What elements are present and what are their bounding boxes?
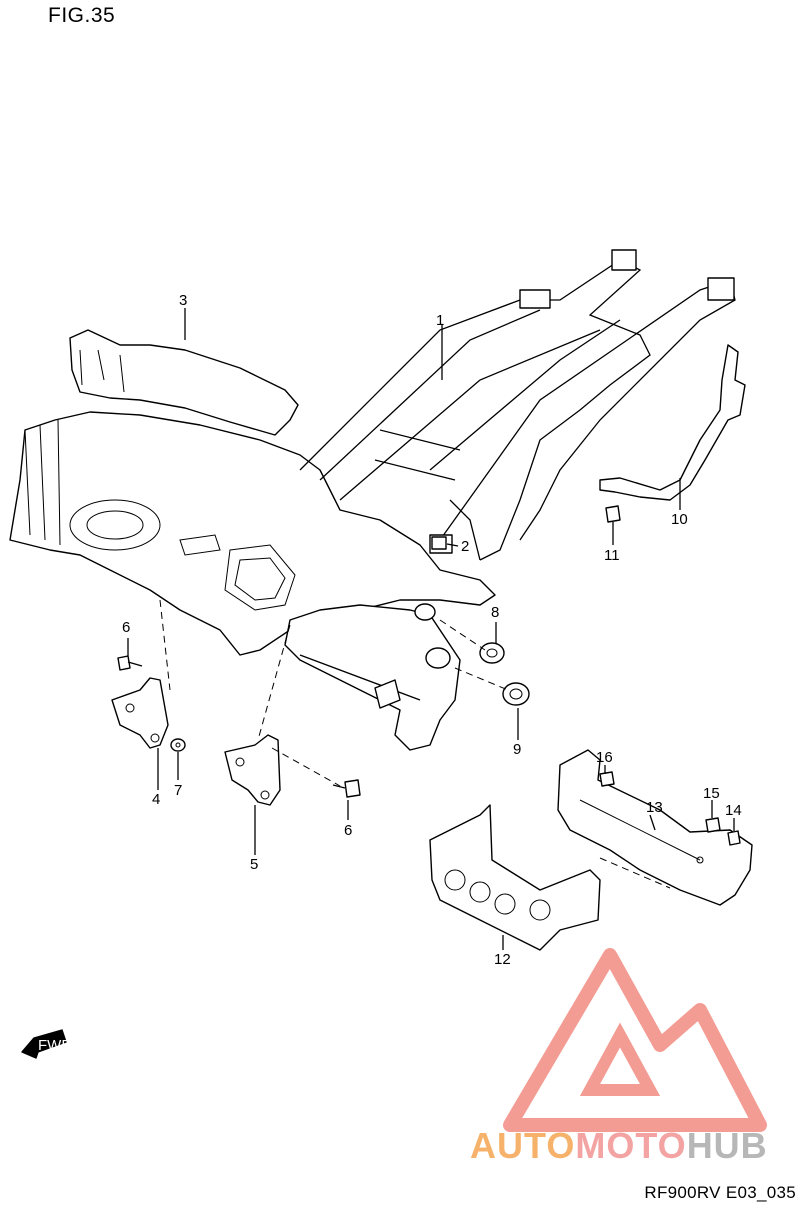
callout-6-lower: 6 [344, 822, 352, 839]
callout-16: 16 [596, 749, 613, 766]
frame-cover-part-3 [69, 329, 299, 436]
figure-label: FIG.35 [48, 4, 116, 27]
undertray-part-12 [429, 804, 601, 951]
cushion-part-11 [605, 505, 621, 523]
callout-7: 7 [174, 782, 182, 799]
bolt-part-6-lower [332, 779, 361, 798]
callout-5: 5 [250, 856, 258, 873]
tray-part-13 [557, 749, 753, 906]
bracket-part-4 [111, 677, 169, 749]
watermark-auto: AUTO [470, 1125, 576, 1166]
callout-1: 1 [436, 312, 444, 329]
watermark-hub: HUB [686, 1125, 768, 1166]
washer-part-7 [170, 738, 186, 752]
bushing-part-8 [479, 642, 505, 664]
callout-labels: 1 2 3 4 5 6 6 7 8 9 10 11 12 13 14 15 16 [122, 292, 742, 968]
callout-12: 12 [494, 951, 511, 968]
bolt-part-6-upper [117, 655, 143, 671]
callout-6-upper: 6 [122, 619, 130, 636]
watermark-emblem-icon [503, 948, 767, 1132]
main-frame-part-1 [9, 249, 736, 751]
callout-8: 8 [491, 604, 499, 621]
bushing-part-9 [502, 682, 530, 706]
callout-11: 11 [604, 547, 620, 564]
leader-lines [127, 308, 735, 950]
callout-10: 10 [671, 511, 688, 528]
seat-rail-part-10 [599, 344, 746, 501]
callout-3: 3 [179, 292, 187, 309]
callout-15: 15 [703, 785, 720, 802]
screw-part-16 [599, 771, 615, 787]
callout-13: 13 [646, 799, 663, 816]
fwd-arrow-icon: FWD [21, 1029, 72, 1059]
watermark-wordmark: AUTOMOTOHUB [470, 1125, 768, 1167]
footer-code: RF900RV E03_035 [644, 1183, 796, 1202]
callout-14: 14 [725, 802, 742, 819]
watermark-moto: MOTO [575, 1125, 687, 1166]
clip-part-2 [431, 536, 447, 550]
screw-part-15 [705, 817, 721, 833]
callout-9: 9 [513, 741, 521, 758]
callout-4: 4 [152, 791, 160, 808]
fwd-label: FWD [38, 1037, 72, 1054]
callout-2: 2 [461, 538, 469, 555]
nut-part-14 [727, 830, 741, 846]
assembly-dash-lines [159, 599, 671, 889]
bracket-part-5 [224, 734, 281, 806]
